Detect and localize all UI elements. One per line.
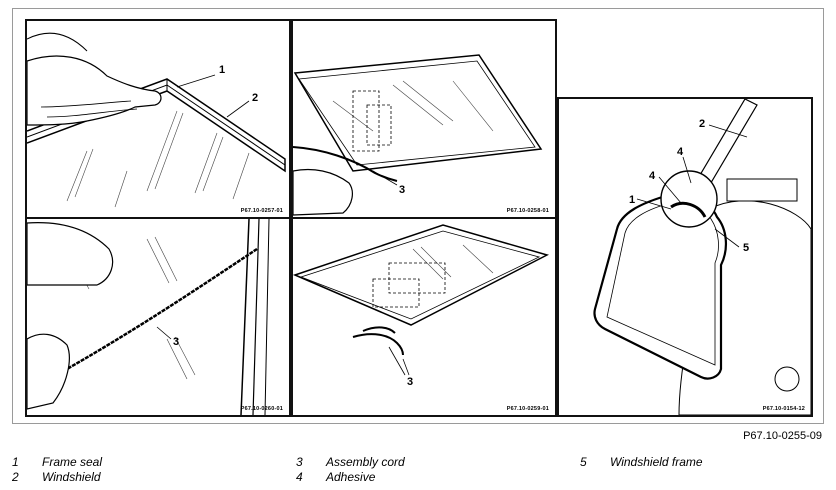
panel-code: P67.10-0154-12 [762, 406, 805, 412]
callout-4: 4 [677, 146, 684, 158]
legend-label: Frame seal [42, 455, 103, 469]
panel-install-seal: 1 2 P67.10-0257-01 [25, 19, 291, 219]
callout-2: 2 [252, 92, 258, 104]
panel-lay-cord: 3 P67.10-0260-01 [25, 217, 291, 417]
illustration-frame: 1 2 P67.10-0257-01 3 P67.10-02 [12, 8, 824, 424]
legend-label: Windshield [42, 470, 101, 484]
panel-code: P67.10-0260-01 [240, 406, 283, 412]
lay-cord-illustration: 3 [27, 219, 270, 415]
callout-3: 3 [173, 336, 179, 348]
panel-cord-ends: 3 P67.10-0259-01 [291, 217, 557, 417]
legend-label: Windshield frame [610, 455, 703, 469]
legend-label: Adhesive [326, 470, 376, 484]
cord-illustration: 3 [293, 54, 543, 216]
callout-1: 1 [629, 194, 635, 206]
legend-label: Assembly cord [326, 455, 405, 469]
callout-2: 2 [699, 118, 705, 130]
panel-code: P67.10-0257-01 [240, 208, 283, 214]
legend-number: 5 [580, 455, 587, 469]
callout-5: 5 [743, 242, 749, 254]
panel-insert-cord: 3 P67.10-0258-01 [291, 19, 557, 219]
legend: 1 Frame seal 2 Windshield 3 Assembly cor… [0, 455, 836, 487]
callout-3: 3 [407, 376, 413, 388]
callout-4: 4 [649, 170, 656, 182]
legend-number: 1 [12, 455, 19, 469]
callout-3: 3 [399, 184, 405, 196]
legend-number: 4 [296, 470, 303, 484]
callout-1: 1 [219, 64, 225, 76]
legend-number: 2 [12, 470, 19, 484]
panel-code: P67.10-0258-01 [506, 208, 549, 214]
seal-illustration: 1 2 [27, 32, 286, 208]
panel-code: P67.10-0259-01 [506, 406, 549, 412]
figure-code: P67.10-0255-09 [743, 430, 822, 442]
legend-number: 3 [296, 455, 303, 469]
cross-section-illustration: 2 4 4 1 5 [593, 99, 811, 415]
cord-ends-illustration: 3 [293, 224, 550, 388]
panel-cross-section: 2 4 4 1 5 P67.10-0154-12 [557, 97, 813, 417]
